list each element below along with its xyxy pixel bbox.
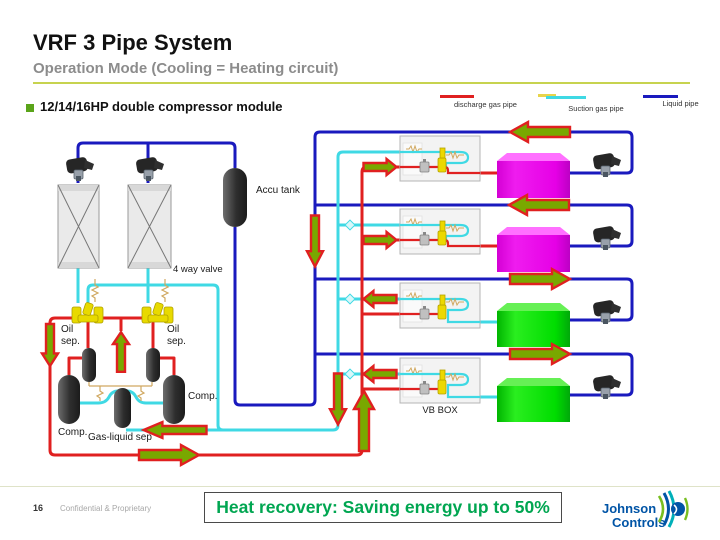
heat-exchanger-right [127,184,172,269]
logo-text-controls: Controls [612,515,666,530]
label-vb-box: VB BOX [422,405,458,416]
compressor-left [58,375,80,424]
bullet-icon [26,104,34,112]
legend-liquid-label: Liquid pipe [662,99,699,108]
legend-suction-label: Suction gas pipe [568,104,624,113]
arrow-outdoor-discharge-down [41,323,59,367]
legend-liquid-line [643,95,678,98]
arrow-suction-trunk-down [328,372,348,426]
compressor-right [163,375,185,424]
vb-box-3 [398,281,482,330]
arrow-liquid-trunk-down [305,214,325,268]
arrow-discharge-trunk-up [352,389,376,453]
legend-discharge-line [440,95,474,98]
legend-discharge-label: discharge gas pipe [454,100,517,109]
heat-exchanger-left [57,184,100,269]
page-number: 16 [33,503,44,513]
arrow-row4-suction-left [362,365,398,383]
arrow-bottom-discharge-right [137,443,201,467]
accent-divider [33,82,690,84]
bullet-text: 12/14/16HP double compressor module [40,99,283,114]
page-title: VRF 3 Pipe System [33,30,233,55]
label-comp-right: Comp. [188,391,218,402]
logo-text-johnson: Johnson [602,501,657,516]
label-gas-liquid-sep: Gas-liquid sep [88,432,152,443]
vb-box-4 [398,356,482,405]
footer-divider [0,486,720,487]
label-comp-left: Comp. [58,427,88,438]
indoor-unit-2-heating [497,227,570,272]
legend-suction-line [546,96,586,99]
arrow-row2-discharge-right [362,231,398,249]
vb-box-1 [398,134,482,183]
oil-pipes [88,279,170,401]
label-oil-sep-left: Oil sep. [61,324,80,347]
heat-recovery-banner: Heat recovery: Saving energy up to 50% [204,492,562,523]
indoor-unit-4-cooling [497,378,570,422]
legend-suction-oil-line [538,94,556,97]
johnson-controls-logo-icon [657,490,689,528]
suction-branch-valve-icons [344,219,356,380]
gas-liquid-separator [114,388,131,428]
four-way-valve-right-icon [141,301,174,324]
label-four-way-valve: 4 way valve [173,264,223,275]
fan-motor-left-icon [64,156,95,182]
fan-motor-right-icon [134,156,165,182]
indoor-unit-1-heating [497,153,570,198]
label-oil-sep-right: Oil sep. [167,324,186,347]
oil-separator-left [82,348,96,382]
confidential-note: Confidential & Proprietary [60,504,152,513]
page-subtitle: Operation Mode (Cooling = Heating circui… [33,60,339,77]
vb-box-2 [398,207,482,256]
arrow-row1-discharge-right [362,158,398,176]
arrow-row3-suction-left [362,290,398,308]
label-accu-tank: Accu tank [256,185,300,196]
accumulator-tank [223,168,247,227]
oil-separator-right [146,348,160,382]
arrow-row1-liquid-left [508,120,572,144]
liquid-pipes [76,130,634,407]
arrow-oil-sep-up [112,331,130,373]
indoor-unit-3-cooling [497,303,570,347]
four-way-valve-left-icon [71,301,104,324]
